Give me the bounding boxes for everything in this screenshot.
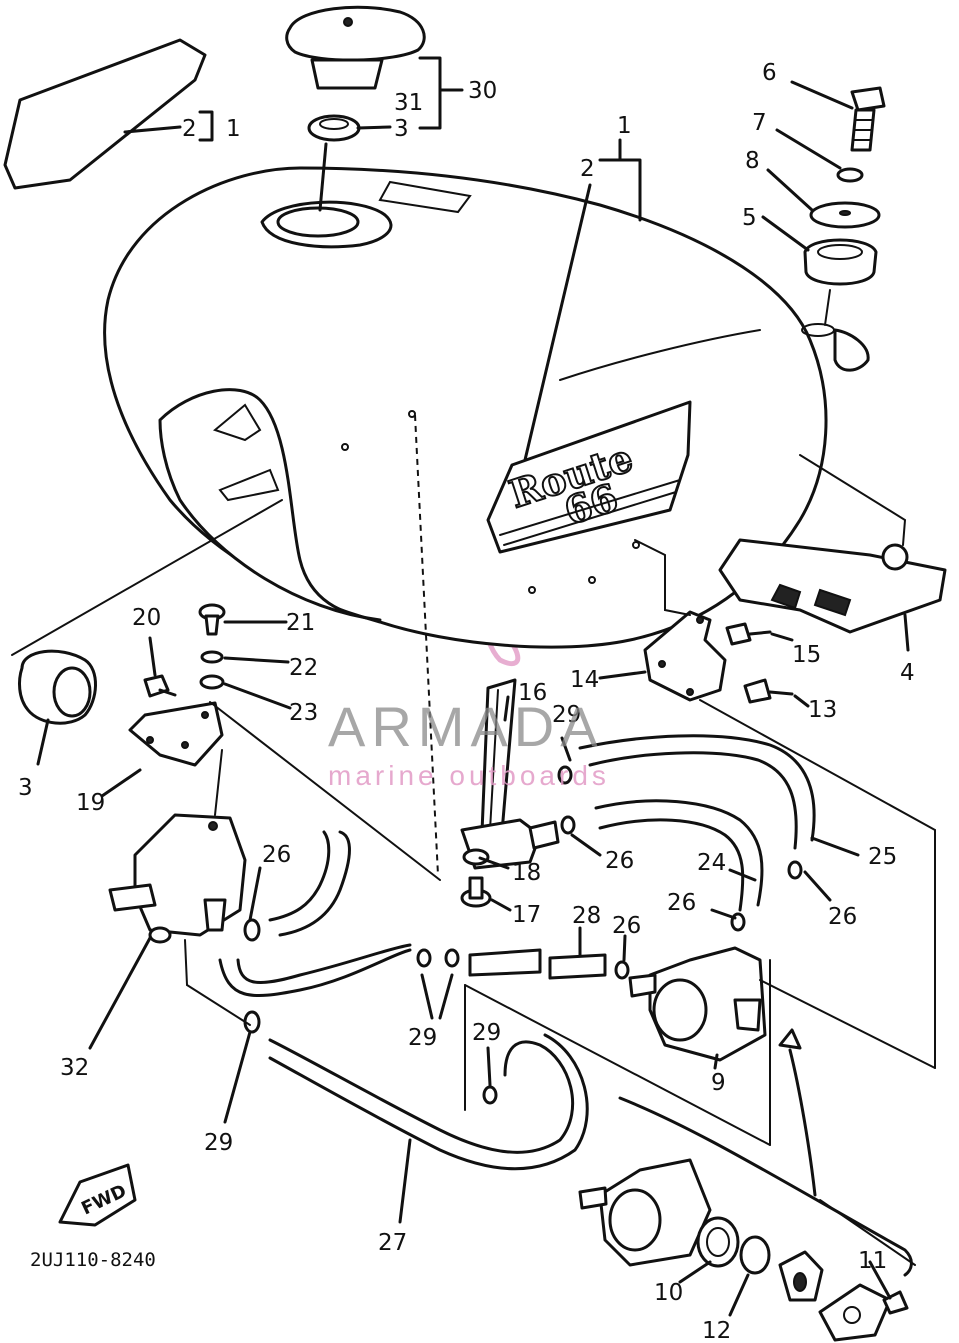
callout-8: 8 — [745, 148, 760, 174]
cover-plate — [818, 1283, 892, 1342]
callout-10: 10 — [654, 1280, 683, 1306]
callout-29-a: 29 — [552, 702, 581, 728]
washer-23 — [199, 674, 225, 690]
fuel-pump-9 — [628, 946, 767, 1062]
callout-4: 4 — [900, 660, 915, 686]
callout-9: 9 — [711, 1070, 726, 1096]
callout-26-d: 26 — [828, 904, 857, 930]
callout-32: 32 — [60, 1055, 89, 1081]
plate-14 — [643, 610, 727, 702]
gasket-10 — [696, 1216, 740, 1268]
callout-24: 24 — [697, 850, 726, 876]
callout-20: 20 — [132, 605, 161, 631]
leader-lines — [36, 56, 910, 1317]
cap-gasket — [307, 114, 361, 142]
callout-3: 3 — [18, 775, 33, 801]
bracket-4 — [718, 538, 947, 634]
washer-18 — [462, 848, 490, 866]
callout-22: 22 — [289, 655, 318, 681]
callout-1-pad: 1 — [226, 116, 241, 142]
callout-11: 11 — [858, 1248, 887, 1274]
callout-15: 15 — [792, 642, 821, 668]
drawing-code: 2UJ110-8240 — [30, 1249, 156, 1271]
screw-20 — [143, 674, 177, 698]
callout-26-e: 26 — [612, 913, 641, 939]
callout-26-a: 26 — [262, 842, 291, 868]
diaphragm-cover — [778, 1250, 824, 1302]
callout-31: 31 — [394, 90, 423, 116]
damper-5 — [803, 238, 878, 286]
callout-18: 18 — [512, 860, 541, 886]
fwd-direction-badge: FWD — [58, 1163, 137, 1227]
bolt-15 — [725, 622, 772, 646]
hose-main — [218, 943, 412, 997]
callout-2-pad: 2 — [182, 116, 197, 142]
watermark-tagline: marine outboards — [328, 760, 610, 791]
callout-14: 14 — [570, 667, 599, 693]
washer-22 — [200, 650, 224, 664]
callout-26-b: 26 — [605, 848, 634, 874]
callout-26-c: 26 — [667, 890, 696, 916]
watermark-name: ARMADA — [328, 695, 604, 758]
callout-25: 25 — [868, 844, 897, 870]
callout-6: 6 — [762, 60, 777, 86]
hose-25 — [578, 734, 816, 850]
callout-labels: 1 1 2 2 3 3 4 5 6 7 8 9 10 11 12 13 14 1… — [18, 60, 915, 1343]
callout-13: 13 — [808, 697, 837, 723]
callout-23: 23 — [289, 700, 318, 726]
callout-30: 30 — [468, 78, 497, 104]
callout-16: 16 — [518, 680, 547, 706]
fuel-cock-32 — [108, 813, 247, 944]
hose-24 — [594, 799, 764, 912]
callout-29-c: 29 — [472, 1020, 501, 1046]
o-ring-12 — [739, 1235, 771, 1275]
bolt-6 — [850, 86, 886, 152]
washer-7 — [836, 167, 864, 183]
callout-28: 28 — [572, 903, 601, 929]
callout-1: 1 — [617, 113, 632, 139]
washer-8 — [809, 201, 881, 229]
fuel-cap — [285, 5, 426, 90]
callout-29-d: 29 — [204, 1130, 233, 1156]
screw-17 — [460, 876, 492, 908]
callout-17: 17 — [512, 902, 541, 928]
callout-27: 27 — [378, 1230, 407, 1256]
part-2-pad — [3, 38, 207, 190]
bracket-19 — [128, 701, 224, 767]
fuel-pump-detail — [578, 1158, 712, 1267]
alignment-lines — [11, 414, 936, 1277]
hose-27 — [268, 1033, 589, 1171]
bolt-13 — [743, 678, 794, 704]
hose-28 — [468, 948, 607, 980]
fuel-tank: Route 66 — [103, 166, 870, 649]
screw-21 — [198, 603, 226, 636]
callout-5: 5 — [742, 205, 757, 231]
callout-19: 19 — [76, 790, 105, 816]
callout-3-cap-gasket: 3 — [394, 116, 409, 142]
grommet-3 — [18, 649, 97, 725]
callout-2: 2 — [580, 156, 595, 182]
callout-29-b: 29 — [408, 1025, 437, 1051]
hose-overflow — [268, 830, 351, 937]
callout-21: 21 — [286, 610, 315, 636]
callout-7: 7 — [752, 110, 767, 136]
callout-12: 12 — [702, 1318, 731, 1343]
